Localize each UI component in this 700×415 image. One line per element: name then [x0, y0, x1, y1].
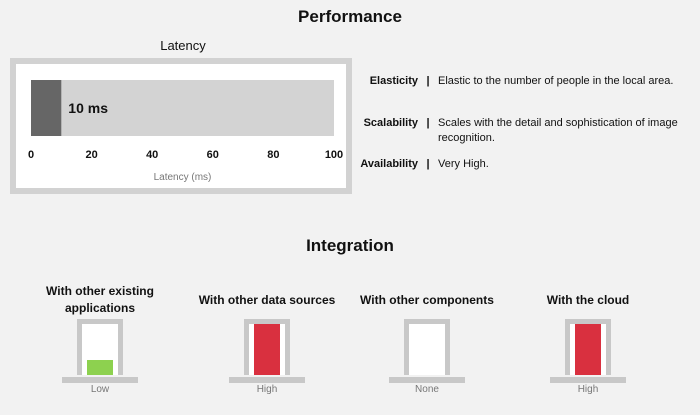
gauge-fill [254, 324, 280, 375]
gauge-fill [575, 324, 601, 375]
gauge-base [62, 377, 138, 383]
integration-gauge [538, 319, 638, 383]
x-tick-label: 20 [85, 149, 97, 161]
integration-gauge [217, 319, 317, 383]
x-axis-label: Latency (ms) [154, 172, 212, 183]
integration-label: With other existing applications [46, 284, 154, 315]
x-tick-label: 60 [207, 149, 219, 161]
integration-label: With the cloud [546, 292, 630, 307]
integration-item-cloud: With the cloud High [508, 283, 668, 396]
x-tick-label: 80 [267, 149, 279, 161]
integration-level: High [577, 384, 599, 395]
metric-row-scalability: Scalability | Scales with the detail and… [355, 116, 690, 146]
metric-description: Very High. [438, 158, 489, 170]
metric-separator: | [426, 158, 430, 170]
integration-label: With other data sources [198, 292, 336, 307]
integration-gauge [377, 319, 477, 383]
integration-level: Low [90, 384, 110, 395]
metric-label: Availability [360, 158, 418, 170]
integration-item-applications: With other existing applications Low [20, 283, 180, 395]
x-tick-label: 0 [28, 149, 34, 161]
gauge-frame [404, 319, 450, 375]
gauge-fill [87, 359, 113, 375]
integration-level: High [256, 384, 278, 395]
latency-bar-track [31, 80, 334, 136]
latency-chart-title: Latency [160, 38, 206, 53]
x-tick-label: 100 [325, 149, 343, 161]
gauge-base [389, 377, 465, 383]
integration-gauge [50, 319, 150, 383]
integration-item-data-sources: With other data sources High [187, 283, 347, 396]
gauge-frame [244, 319, 290, 375]
metric-separator: | [426, 117, 430, 129]
latency-bar [31, 80, 62, 136]
metric-separator: | [426, 75, 430, 87]
integration-level: None [415, 384, 439, 395]
metric-description: Scales with the detail and sophisticatio… [438, 117, 678, 144]
metric-label: Elasticity [369, 75, 418, 87]
metric-description: Elastic to the number of people in the l… [438, 75, 674, 87]
integration-title: Integration [306, 236, 394, 255]
gauge-base [550, 377, 626, 383]
integration-label: With other components [360, 292, 494, 307]
integration-item-components: With other components None [347, 283, 507, 396]
metric-row-elasticity: Elasticity | Elastic to the number of pe… [355, 74, 690, 89]
x-tick-label: 40 [146, 149, 158, 161]
gauge-frame [565, 319, 611, 375]
gauge-base [229, 377, 305, 383]
metric-row-availability: Availability | Very High. [355, 157, 690, 172]
latency-value-label: 10 ms [68, 100, 108, 116]
metric-label: Scalability [363, 117, 418, 129]
gauge-frame [77, 319, 123, 375]
performance-title: Performance [298, 7, 402, 26]
